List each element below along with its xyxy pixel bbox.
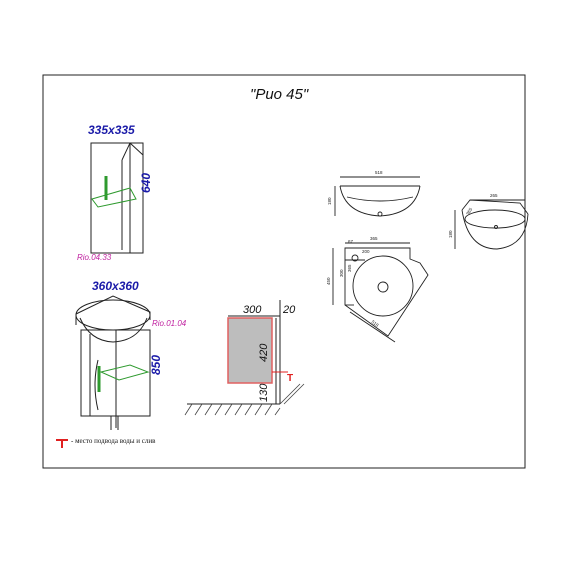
sink-front-height: 180 bbox=[327, 197, 332, 205]
conn-offset-label: 20 bbox=[283, 304, 296, 316]
mirror-cabinet-shelf bbox=[91, 187, 137, 208]
sink-top-outline bbox=[344, 247, 429, 337]
sink-side-view bbox=[454, 199, 529, 250]
sink-front-drain bbox=[377, 211, 383, 217]
sink-top-view bbox=[332, 242, 429, 343]
sink-front-view bbox=[334, 176, 421, 217]
sink-top-inner: 365 bbox=[347, 264, 352, 272]
vanity-code: Rio.01.04 bbox=[152, 319, 187, 328]
vanity-drawing bbox=[75, 295, 151, 430]
conn-floor-label: 130 bbox=[258, 383, 270, 402]
mirror-code: Rio.04.33 bbox=[77, 253, 112, 262]
connection-drawing bbox=[184, 300, 305, 416]
conn-height-label: 420 bbox=[258, 343, 270, 362]
sink-side-bowl bbox=[461, 209, 529, 250]
sink-top-side: 450 bbox=[326, 277, 331, 285]
sink-side-hole bbox=[494, 225, 498, 229]
sink-side-height: 180 bbox=[448, 230, 453, 238]
conn-marker: T bbox=[287, 373, 294, 384]
mirror-cabinet-top-fold bbox=[121, 142, 131, 161]
mirror-height-label: 640 bbox=[139, 172, 153, 193]
vanity-shelf bbox=[99, 364, 150, 381]
floor-hatch bbox=[184, 383, 305, 416]
sink-top-hole-a: 67 bbox=[348, 239, 354, 244]
vanity-size-label: 360x360 bbox=[92, 279, 139, 293]
conn-width-label: 300 bbox=[243, 304, 262, 316]
mirror-cabinet-diagonal bbox=[129, 142, 144, 156]
vanity-sink-rim bbox=[75, 299, 151, 331]
sink-top-depth: 365 bbox=[370, 236, 378, 241]
vanity-sink-bowl bbox=[79, 317, 148, 343]
vanity-top bbox=[75, 295, 151, 320]
drawing-title: "Рио 45" bbox=[250, 86, 309, 103]
sink-side-rim bbox=[464, 209, 526, 229]
sheet-border bbox=[42, 74, 526, 469]
sink-front-inner bbox=[346, 196, 414, 202]
sink-top-hole-c: 300 bbox=[339, 269, 344, 277]
mirror-cabinet-drawing bbox=[90, 142, 144, 254]
legend-marker-shape bbox=[56, 439, 68, 448]
sink-side-top bbox=[461, 199, 529, 215]
sink-top-drain bbox=[377, 281, 389, 293]
sink-top-bowl bbox=[352, 255, 414, 317]
legend-text: - место подвода воды и слив bbox=[71, 437, 156, 445]
mirror-size-label: 335x335 bbox=[88, 123, 135, 137]
sink-top-tap-hole bbox=[351, 254, 359, 262]
vanity-door-arc bbox=[94, 359, 99, 411]
connection-panel bbox=[227, 317, 273, 384]
sink-side-width: 265 bbox=[490, 193, 498, 198]
sink-top-diag-dim bbox=[349, 311, 396, 343]
sink-front-width: 518 bbox=[375, 170, 383, 175]
vanity-height-label: 850 bbox=[149, 354, 163, 375]
sink-top-hole-b: 200 bbox=[362, 249, 370, 254]
